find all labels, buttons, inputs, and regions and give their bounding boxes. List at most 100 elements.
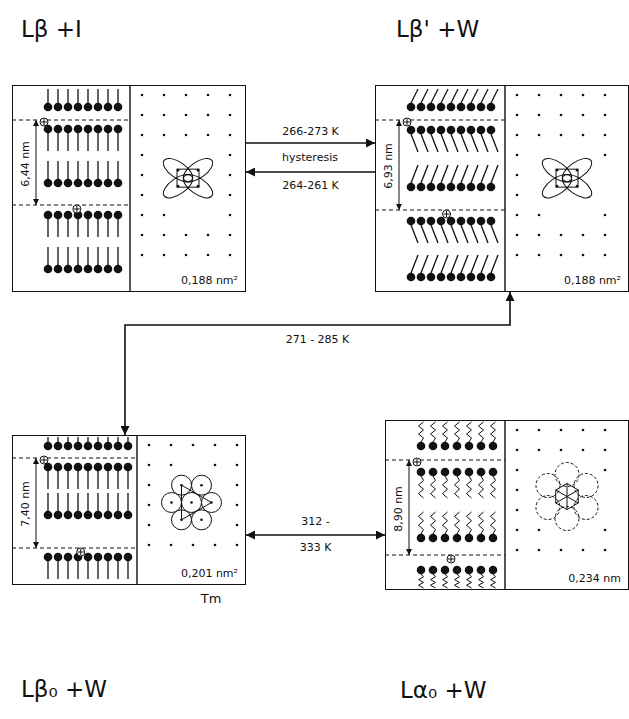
lipid-head [457, 103, 466, 112]
lipid-tail [87, 561, 88, 579]
transition-arrow [246, 534, 385, 536]
lipid-tail [77, 561, 78, 579]
lipid-tail [127, 471, 128, 489]
lattice-dot [148, 464, 151, 467]
lattice-dot [582, 254, 585, 257]
lipid-tail [471, 89, 478, 103]
lattice-dot [148, 444, 151, 447]
lattice-dot [236, 484, 239, 487]
charge-marker [414, 459, 420, 465]
lipid-tail [441, 165, 448, 183]
lipid-tail [455, 512, 460, 534]
lipid-head [477, 442, 486, 451]
lipid-tail [491, 89, 498, 103]
lattice-dot [560, 234, 563, 237]
lipid-tail [421, 165, 428, 183]
lipid-head [429, 534, 438, 543]
lipid-head [44, 211, 53, 220]
lattice-dot [170, 544, 173, 547]
lattice-dot [141, 174, 144, 177]
lattice-dot [163, 234, 166, 237]
lattice-dot [141, 94, 144, 97]
lattice-dot [185, 254, 188, 257]
lipid-head [465, 566, 474, 575]
lipid-head [44, 511, 53, 520]
lipid-head [453, 442, 462, 451]
lipid-tail [491, 255, 498, 273]
lipid-head [64, 265, 73, 274]
lipid-tail [479, 476, 484, 498]
lipid-head [417, 534, 426, 543]
lattice-dot [516, 254, 519, 257]
lipid-tail [117, 561, 118, 579]
lipid-tail [443, 512, 448, 534]
lipid-tail [443, 422, 448, 442]
lipid-head [441, 534, 450, 543]
lipid-head [124, 442, 133, 451]
lattice-dot [229, 194, 232, 197]
lipid-head [487, 126, 496, 135]
lattice-dot [214, 464, 217, 467]
lipid-tail [97, 493, 98, 511]
temperature-range: 264-261 K [282, 179, 339, 192]
lipid-head [453, 468, 462, 477]
lattice-dot [538, 114, 541, 117]
lipid-tail [467, 574, 472, 588]
lipid-head [84, 553, 93, 562]
lipid-tail [411, 255, 418, 273]
lattice-dot [141, 194, 144, 197]
lattice-dot [163, 114, 166, 117]
lattice-dot [207, 254, 210, 257]
lipid-head [54, 179, 63, 188]
lipid-head [44, 553, 53, 562]
lipid-head [427, 103, 436, 112]
lipid-head [64, 211, 73, 220]
lipid-head [417, 183, 426, 192]
layer-boundary [375, 120, 505, 121]
lipid-tail [419, 422, 424, 442]
lipid-tail [47, 89, 48, 103]
lattice-dot [604, 134, 607, 137]
lattice-dot [236, 444, 239, 447]
chain-packing [162, 475, 222, 530]
lattice-dot [229, 214, 232, 217]
lipid-head [94, 442, 103, 451]
lattice-dot [560, 114, 563, 117]
lipid-head [407, 126, 416, 135]
lipid-head [74, 463, 83, 472]
lipid-tail [97, 247, 98, 265]
repeat-distance: 7,40 nm [19, 480, 32, 528]
lipid-tail [441, 225, 448, 243]
lipid-tail [77, 437, 78, 442]
charge-marker [444, 211, 450, 217]
lipid-head [467, 217, 476, 226]
lipid-head [94, 103, 103, 112]
layer-boundary [385, 460, 505, 461]
chain-packing [536, 463, 598, 531]
dimension-line [409, 460, 410, 555]
lattice-dot [538, 429, 541, 432]
transition-arrow [246, 171, 375, 173]
lipid-head [74, 125, 83, 134]
lipid-head [467, 103, 476, 112]
lipid-head [114, 463, 123, 472]
charge-marker [413, 458, 421, 466]
lipid-tail [481, 255, 488, 273]
lipid-head [114, 265, 123, 274]
lattice-dot [604, 469, 607, 472]
hysteresis-note: hysteresis [282, 151, 338, 164]
lipid-tail [47, 471, 48, 489]
lipid-head [74, 265, 83, 274]
repeat-distance: 8,90 nm [392, 485, 405, 533]
lipid-tail [461, 89, 468, 103]
lattice-dot [516, 134, 519, 137]
lipid-tail [467, 476, 472, 498]
phase-panel: Lα₀ +W8,90 nm0,234 nm [385, 420, 629, 590]
lipid-tail [47, 437, 48, 442]
lattice-dot [582, 94, 585, 97]
lipid-head [104, 125, 113, 134]
lipid-tail [491, 225, 498, 243]
layer-boundary [12, 458, 137, 459]
charge-marker [40, 456, 48, 464]
lattice-dot [148, 504, 151, 507]
